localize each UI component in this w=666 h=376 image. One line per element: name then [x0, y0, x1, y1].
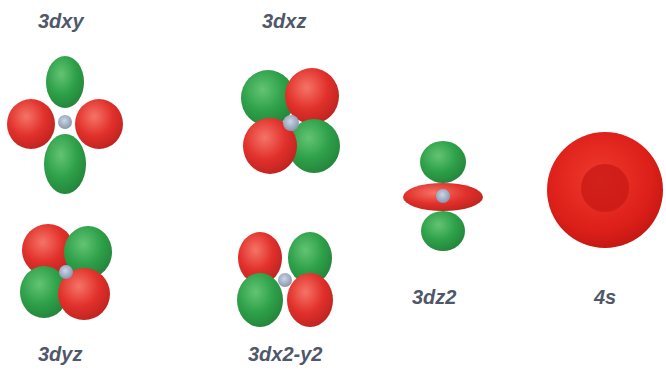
orbital-label: 3dxy	[38, 10, 84, 33]
dxy-orbital	[7, 56, 123, 194]
dx2-y2-orbital	[237, 232, 333, 327]
dxz-orbital	[241, 68, 340, 174]
orbital-label: 3dz2	[412, 286, 456, 309]
s-orbital	[547, 132, 663, 248]
dz2-orbital	[403, 141, 483, 251]
orbital-label: 3dyz	[38, 343, 82, 366]
dyz-orbital	[20, 224, 112, 320]
orbital-label: 4s	[594, 286, 616, 309]
orbital-label: 3dxz	[262, 10, 306, 33]
orbital-label: 3dx2-y2	[248, 343, 323, 366]
